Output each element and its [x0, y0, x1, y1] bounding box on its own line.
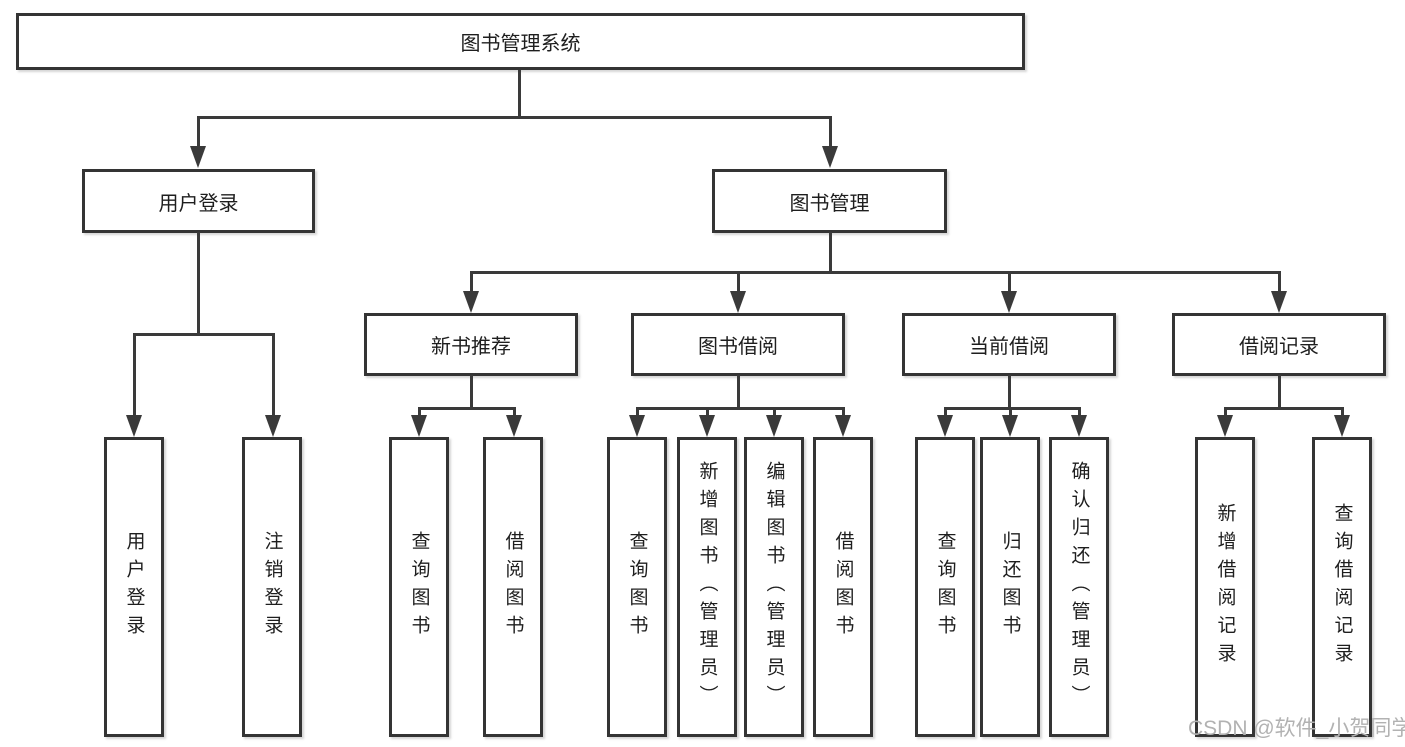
- leaf-query-books-recommend: 查询图书: [389, 437, 449, 737]
- leaf-logout-label: 注销登录: [261, 531, 283, 643]
- arrowhead-icon: [629, 415, 645, 437]
- edge-user-login-down: [197, 232, 200, 335]
- leaf-add-book-admin: 新增图书（管理员）: [677, 437, 737, 737]
- edge-drop: [842, 409, 845, 417]
- leaf-borrow-books-label: 借阅图书: [832, 531, 854, 643]
- leaf-query-books-current: 查询图书: [915, 437, 975, 737]
- edge-new-book-split: [418, 407, 516, 410]
- edge-to-leaf-user-login: [133, 335, 136, 417]
- node-book-borrow-label: 图书借阅: [698, 336, 778, 358]
- node-current-borrow-label: 当前借阅: [969, 336, 1049, 358]
- leaf-add-borrow-record-label: 新增借阅记录: [1214, 503, 1236, 671]
- edge-book-management-down: [829, 232, 832, 273]
- leaf-add-book-admin-label: 新增图书（管理员）: [696, 461, 718, 713]
- edge-drop: [1078, 409, 1081, 417]
- leaf-confirm-return-admin-label: 确认归还（管理员）: [1068, 461, 1090, 713]
- node-user-login-label: 用户登录: [158, 192, 239, 215]
- node-new-book-recommend-label: 新书推荐: [431, 336, 511, 358]
- edge-drop: [1341, 409, 1344, 417]
- arrowhead-icon: [699, 415, 715, 437]
- edge-level1-split: [197, 116, 832, 119]
- node-borrow-records-label: 借阅记录: [1239, 336, 1319, 358]
- arrowhead-icon: [835, 415, 851, 437]
- leaf-user-login-label: 用户登录: [123, 531, 145, 643]
- edge-drop: [944, 409, 947, 417]
- arrowhead-icon: [730, 291, 746, 313]
- edge-borrow-records-down: [1278, 375, 1281, 409]
- leaf-borrow-books-recommend-label: 借阅图书: [502, 531, 524, 643]
- leaf-edit-book-admin-label: 编辑图书（管理员）: [763, 461, 785, 713]
- edge-drop: [706, 409, 709, 417]
- arrowhead-icon: [1334, 415, 1350, 437]
- leaf-borrow-books: 借阅图书: [813, 437, 873, 737]
- leaf-user-login: 用户登录: [104, 437, 164, 737]
- edge-to-book-management: [829, 118, 832, 148]
- edge-book-borrow-down: [737, 375, 740, 409]
- leaf-query-borrow-record-label: 查询借阅记录: [1331, 503, 1353, 671]
- leaf-query-books-current-label: 查询图书: [934, 531, 956, 643]
- arrowhead-icon: [1271, 291, 1287, 313]
- arrowhead-icon: [506, 415, 522, 437]
- leaf-confirm-return-admin: 确认归还（管理员）: [1049, 437, 1109, 737]
- edge-drop: [1224, 409, 1227, 417]
- edge-drop: [773, 409, 776, 417]
- node-library-system: 图书管理系统: [16, 13, 1025, 70]
- arrowhead-icon: [766, 415, 782, 437]
- node-book-borrow: 图书借阅: [631, 313, 845, 376]
- arrowhead-icon: [1217, 415, 1233, 437]
- node-book-management-label: 图书管理: [789, 192, 870, 215]
- edge-current-borrow-down: [1008, 375, 1011, 409]
- arrowhead-icon: [265, 415, 281, 437]
- leaf-query-books-borrow: 查询图书: [607, 437, 667, 737]
- edge-book-borrow-split: [636, 407, 845, 410]
- arrowhead-icon: [126, 415, 142, 437]
- arrowhead-icon: [937, 415, 953, 437]
- node-library-system-label: 图书管理系统: [460, 33, 581, 55]
- edge-to-borrow-records: [1278, 273, 1281, 293]
- edge-to-book-borrow: [737, 273, 740, 293]
- leaf-logout: 注销登录: [242, 437, 302, 737]
- arrowhead-icon: [190, 146, 206, 168]
- arrowhead-icon: [1071, 415, 1087, 437]
- edge-borrow-records-split: [1224, 407, 1344, 410]
- leaf-query-books-recommend-label: 查询图书: [408, 531, 430, 643]
- edge-to-current-borrow: [1008, 273, 1011, 293]
- arrowhead-icon: [822, 146, 838, 168]
- leaf-return-book: 归还图书: [980, 437, 1040, 737]
- edge-to-leaf-logout: [272, 335, 275, 417]
- edge-to-user-login: [197, 118, 200, 148]
- arrowhead-icon: [411, 415, 427, 437]
- arrowhead-icon: [1001, 291, 1017, 313]
- leaf-borrow-books-recommend: 借阅图书: [483, 437, 543, 737]
- arrowhead-icon: [463, 291, 479, 313]
- edge-current-borrow-split: [944, 407, 1081, 410]
- edge-drop: [513, 409, 516, 417]
- watermark: CSDN @软件_小贺同学: [1188, 717, 1405, 740]
- node-new-book-recommend: 新书推荐: [364, 313, 578, 376]
- node-current-borrow: 当前借阅: [902, 313, 1116, 376]
- edge-root-trunk: [518, 70, 521, 118]
- node-borrow-records: 借阅记录: [1172, 313, 1386, 376]
- edge-level3-split: [470, 271, 1281, 274]
- leaf-query-borrow-record: 查询借阅记录: [1312, 437, 1372, 737]
- arrowhead-icon: [1002, 415, 1018, 437]
- leaf-edit-book-admin: 编辑图书（管理员）: [744, 437, 804, 737]
- node-user-login: 用户登录: [82, 169, 315, 233]
- edge-drop: [418, 409, 421, 417]
- edge-user-login-split: [133, 333, 275, 336]
- edge-drop: [636, 409, 639, 417]
- edge-to-new-book: [470, 273, 473, 293]
- leaf-add-borrow-record: 新增借阅记录: [1195, 437, 1255, 737]
- edge-drop: [1009, 409, 1012, 417]
- leaf-return-book-label: 归还图书: [999, 531, 1021, 643]
- edge-new-book-down: [470, 375, 473, 409]
- leaf-query-books-borrow-label: 查询图书: [626, 531, 648, 643]
- node-book-management: 图书管理: [712, 169, 947, 233]
